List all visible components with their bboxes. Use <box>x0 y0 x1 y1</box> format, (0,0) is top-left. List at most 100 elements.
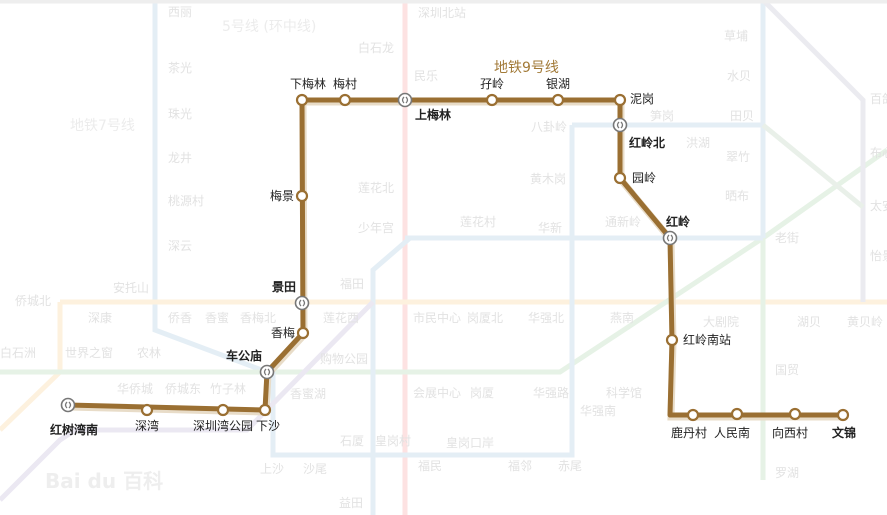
station-dot <box>485 93 499 107</box>
station-label: 向西村 <box>772 425 808 440</box>
background-line <box>270 125 575 458</box>
station-孖岭[interactable]: 孖岭 <box>480 77 504 107</box>
background-station-label: 益田 <box>339 496 363 510</box>
interchange-glyph <box>616 121 624 129</box>
background-station-label: 福田 <box>340 276 364 291</box>
station-label: 红树湾南 <box>50 422 98 437</box>
background-station-label: 侨城北 <box>15 294 51 308</box>
station-红岭北[interactable]: 红岭北 <box>612 117 666 151</box>
background-station-label: 国贸 <box>775 363 799 377</box>
station-label: 深湾 <box>135 418 159 433</box>
interchange-icon <box>662 230 678 246</box>
interchange-icon <box>397 92 413 108</box>
interchange-glyph <box>298 299 306 307</box>
station-dot <box>551 93 565 107</box>
interchange-glyph <box>666 234 674 242</box>
station-景田[interactable]: 景田 <box>272 280 310 311</box>
interchange-icon <box>612 117 628 133</box>
station-车公庙[interactable]: 车公庙 <box>226 348 275 380</box>
station-向西村[interactable]: 向西村 <box>772 407 808 440</box>
interchange-icon <box>294 295 310 311</box>
station-dot <box>295 93 309 107</box>
background-station-label: 竹子林 <box>210 382 246 396</box>
background-station-label: 白石洲 <box>0 345 36 360</box>
background-line <box>152 0 268 375</box>
station-label: 香梅 <box>271 325 295 340</box>
background-station-label: 白石龙 <box>358 40 394 55</box>
station-文锦[interactable]: 文锦 <box>832 408 856 440</box>
background-station-label: 市民中心 <box>413 310 461 325</box>
background-station-label: 福邻 <box>508 458 532 473</box>
background-line <box>370 236 412 515</box>
station-label: 银湖 <box>546 76 570 91</box>
line-9-title: 地铁9号线 <box>494 60 559 76</box>
background-station-label: 怡景 <box>870 249 887 263</box>
station-红岭[interactable]: 红岭 <box>662 214 691 246</box>
background-line <box>761 123 865 209</box>
background-station-label: 华强南 <box>580 403 616 418</box>
station-深湾[interactable]: 深湾 <box>135 403 159 433</box>
station-dot <box>730 407 744 421</box>
station-label: 人民南 <box>714 425 750 440</box>
station-label: 红岭北 <box>629 135 665 150</box>
station-label: 鹿丹村 <box>671 425 707 440</box>
station-梅景[interactable]: 梅景 <box>270 188 309 203</box>
background-station-label: 世界之窗 <box>65 346 113 360</box>
background-station-label: 深康 <box>88 310 112 325</box>
background-station-label: 香梅北 <box>240 310 276 325</box>
background-station-label: 田贝 <box>730 109 754 123</box>
station-dot <box>665 333 679 347</box>
station-label: 梅景 <box>270 188 294 203</box>
background-station-label: 福民 <box>418 458 442 473</box>
background-station-label: 罗湖 <box>775 465 799 480</box>
station-label: 园岭 <box>632 171 656 185</box>
background-station-label: 通新岭 <box>605 214 641 229</box>
station-上梅林[interactable]: 上梅林 <box>397 92 452 123</box>
station-label: 车公庙 <box>226 348 262 363</box>
station-红树湾南[interactable]: 红树湾南 <box>50 397 98 438</box>
background-station-label: 老街 <box>775 231 799 245</box>
station-dot <box>140 403 154 417</box>
station-下梅林[interactable]: 下梅林 <box>290 76 326 107</box>
station-人民南[interactable]: 人民南 <box>714 407 750 440</box>
background-station-label: 侨城东 <box>165 382 201 396</box>
background-station-label: 石厦 <box>340 434 364 448</box>
station-梅村[interactable]: 梅村 <box>333 76 357 107</box>
background-station-label: 皇岗村 <box>375 434 411 448</box>
station-泥岗[interactable]: 泥岗 <box>613 92 654 107</box>
background-line <box>0 147 887 375</box>
station-label: 文锦 <box>832 425 856 440</box>
background-station-label: 上沙 <box>260 462 284 476</box>
interchange-glyph <box>401 96 409 104</box>
station-银湖[interactable]: 银湖 <box>546 76 570 107</box>
background-station-label: 茶光 <box>168 60 192 75</box>
station-label: 深圳湾公园 <box>193 418 253 433</box>
background-station-label: 少年宫 <box>358 220 394 235</box>
line-9[interactable]: 红树湾南 深湾 深圳湾公园下沙 车公庙香梅 景田 梅景 下梅林梅村上梅林 孖岭 银湖泥岗红岭北园… <box>50 76 856 440</box>
background-station-label: 黄贝岭 <box>847 315 883 329</box>
interchange-glyph <box>64 401 72 409</box>
background-station-label: 太安 <box>870 198 887 213</box>
background-line <box>0 300 375 502</box>
background-station-label: 深云 <box>168 239 192 253</box>
station-园岭[interactable]: 园岭 <box>613 171 656 185</box>
background-station-label: 莲花北 <box>358 180 394 195</box>
interchange-icon <box>60 397 76 413</box>
station-label: 红岭 <box>666 214 690 229</box>
background-station-label: 莲花村 <box>460 214 496 229</box>
station-鹿丹村[interactable]: 鹿丹村 <box>671 408 707 440</box>
interchange-glyph <box>263 368 271 376</box>
station-label: 泥岗 <box>630 92 654 106</box>
station-红岭南站[interactable]: 红岭南站 <box>665 332 731 347</box>
station-下沙[interactable]: 下沙 <box>256 403 280 433</box>
station-label: 上梅林 <box>415 107 451 122</box>
background-station-label: 深圳北站 <box>418 6 466 20</box>
background-station-label: 翠竹 <box>726 150 750 164</box>
station-深圳湾公园[interactable]: 深圳湾公园 <box>193 403 253 433</box>
background-station-label: 农林 <box>137 346 161 360</box>
background-station-label: 西丽 <box>168 5 192 19</box>
background-station-label: 洪湖 <box>686 135 710 150</box>
background-station-label: 百鸽笼 <box>870 91 887 106</box>
station-香梅[interactable]: 香梅 <box>271 325 310 340</box>
